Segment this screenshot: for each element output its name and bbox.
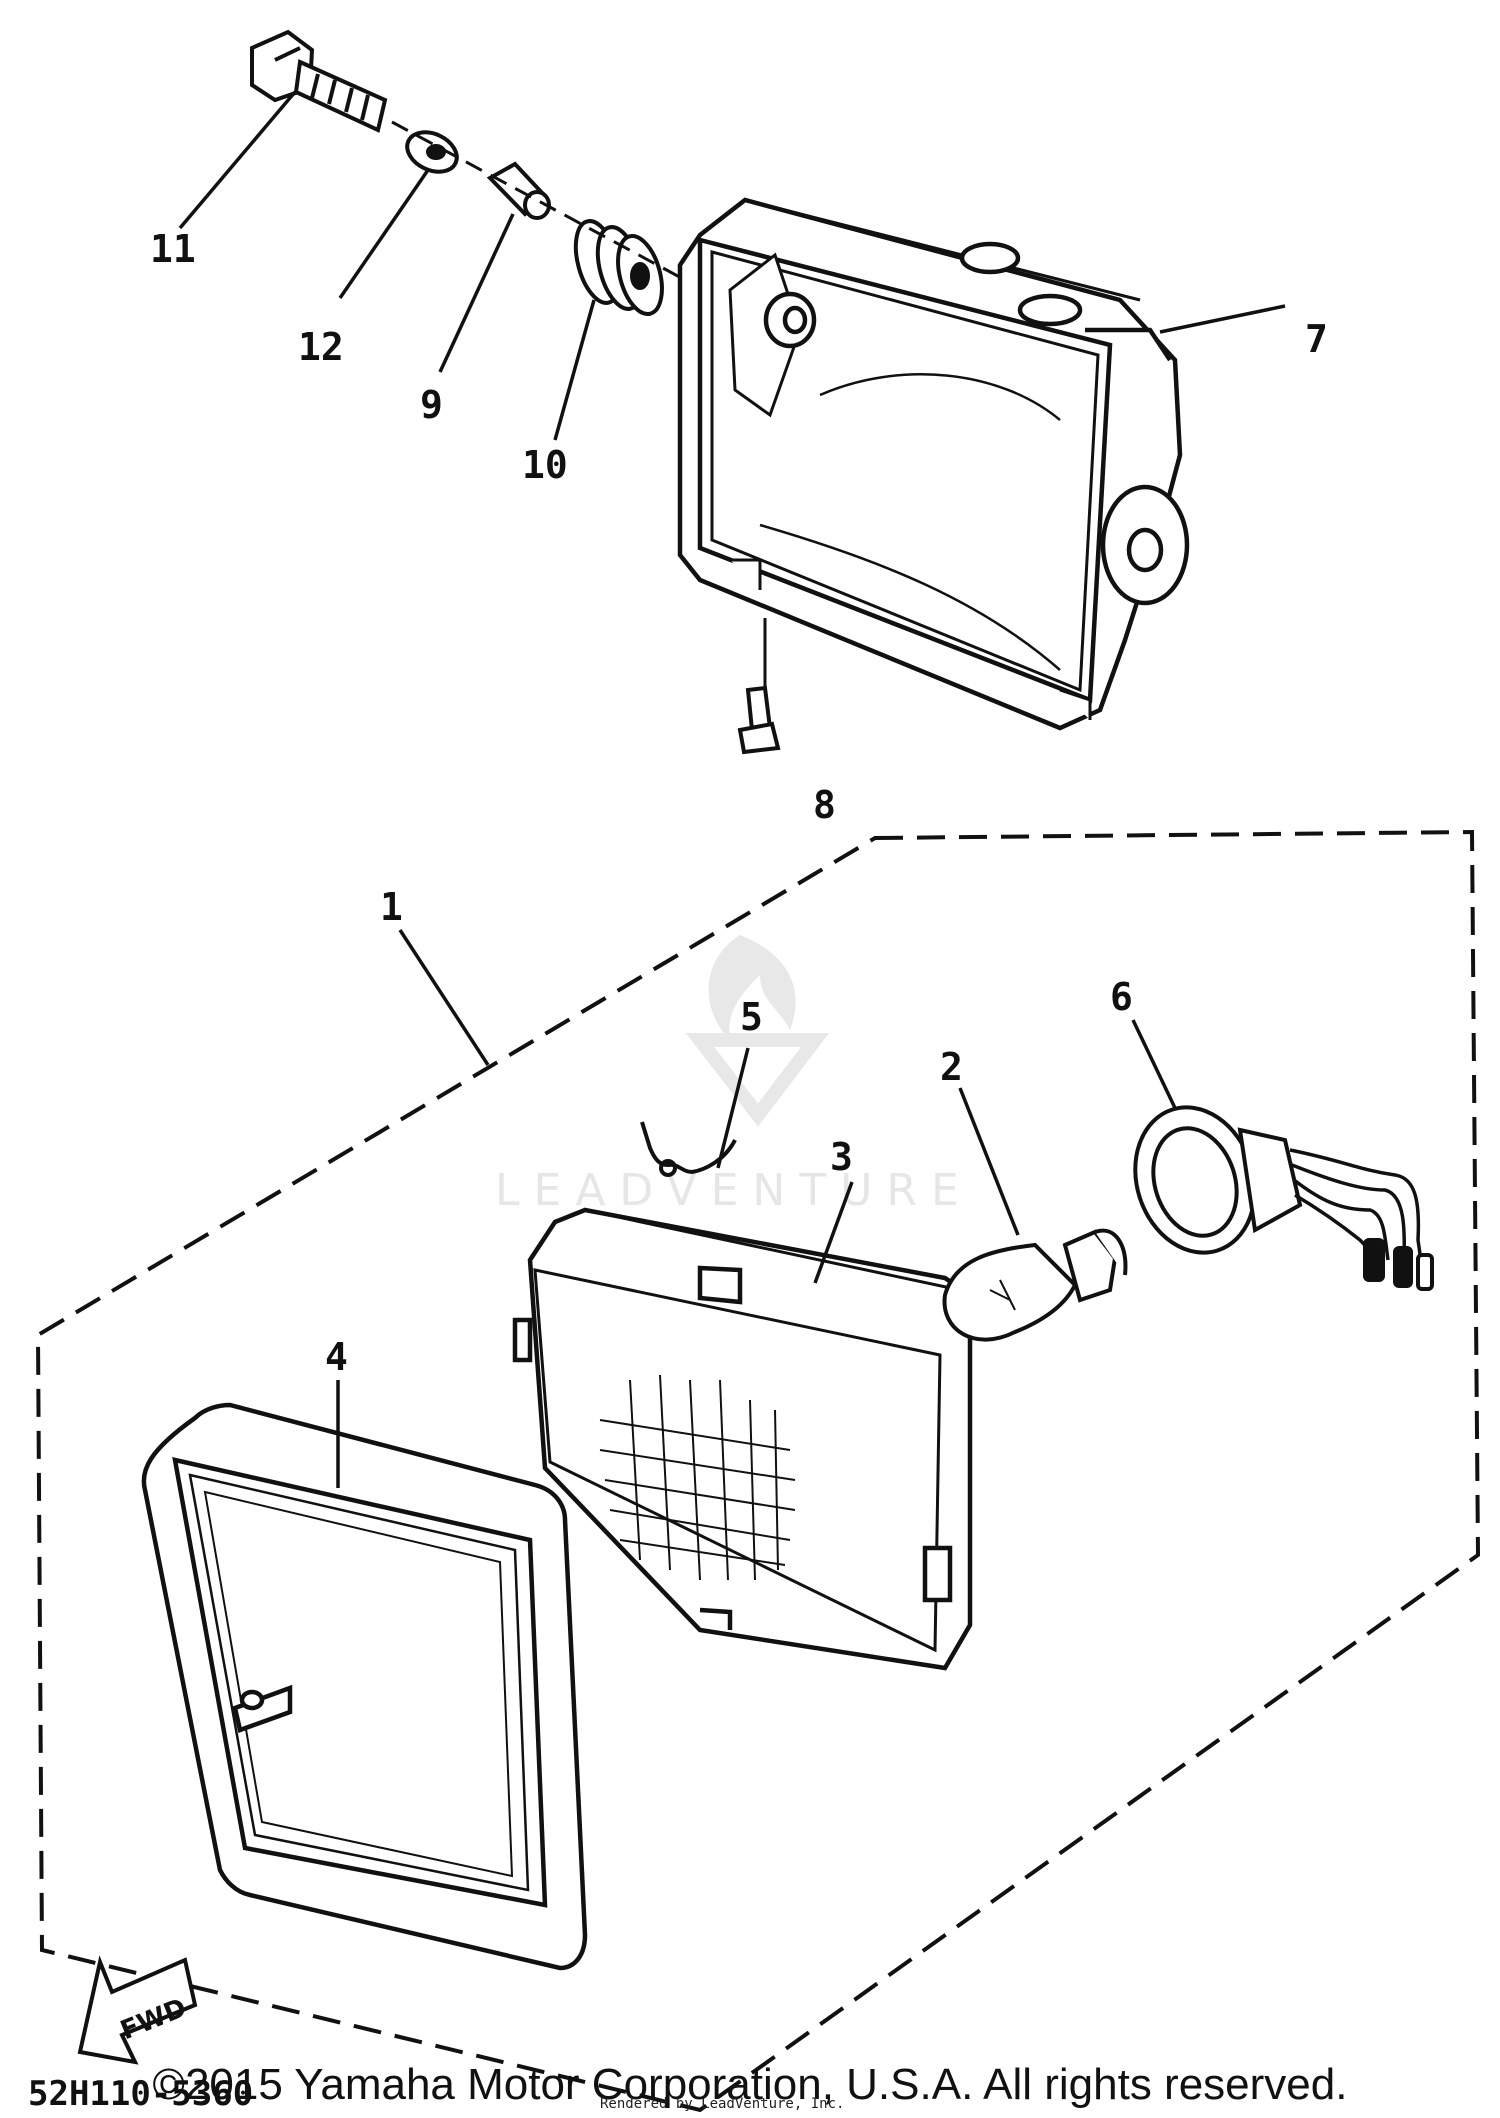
callout-4: 4 [325, 1335, 348, 1379]
leader-7 [1159, 304, 1286, 334]
leader-3 [813, 1181, 854, 1284]
leader-10 [553, 299, 596, 441]
watermark-text: LEADVENTURE [495, 1165, 973, 1216]
fwd-arrow-icon: FWD [77, 1955, 198, 2065]
callout-8: 8 [813, 783, 836, 827]
fastener-axis-line [391, 120, 701, 290]
rim-part-4 [141, 1402, 588, 1971]
socket-part-6 [1133, 1105, 1434, 1291]
leader-6 [1131, 1019, 1177, 1109]
callout-6: 6 [1110, 975, 1133, 1019]
leader-5 [716, 1047, 750, 1169]
callout-5: 5 [740, 995, 763, 1039]
copyright-notice: ©2015 Yamaha Motor Corporation, U.S.A. A… [152, 2060, 1348, 2109]
callout-2: 2 [940, 1045, 963, 1089]
leader-12 [338, 169, 430, 299]
leader-1 [398, 929, 490, 1066]
leader-2 [958, 1087, 1020, 1236]
leader-9 [438, 213, 515, 373]
bulb-part-2 [942, 1228, 1128, 1342]
callout-12: 12 [298, 325, 344, 369]
rendered-by-text: Rendered by LeadVenture, Inc. [600, 2096, 845, 2112]
callout-11: 11 [150, 227, 196, 271]
bolt-part-11 [250, 29, 388, 133]
leader-11 [178, 90, 297, 230]
callout-1: 1 [380, 885, 403, 929]
washer-part-12 [405, 130, 459, 174]
lens-unit-part-3 [512, 1207, 973, 1671]
grommet-part-10 [573, 219, 664, 316]
spring-part-5 [640, 1121, 737, 1177]
callout-9: 9 [420, 383, 443, 427]
leadventure-watermark: LEADVENTURE [495, 935, 973, 1216]
callout-3: 3 [830, 1135, 853, 1179]
housing-part-7 [677, 197, 1190, 731]
callout-10: 10 [522, 443, 568, 487]
screw-part-8 [737, 618, 781, 755]
diagram-code: 52H110-5360 [28, 2074, 253, 2114]
assembly-boundary [35, 829, 1481, 2113]
callout-7: 7 [1305, 317, 1328, 361]
